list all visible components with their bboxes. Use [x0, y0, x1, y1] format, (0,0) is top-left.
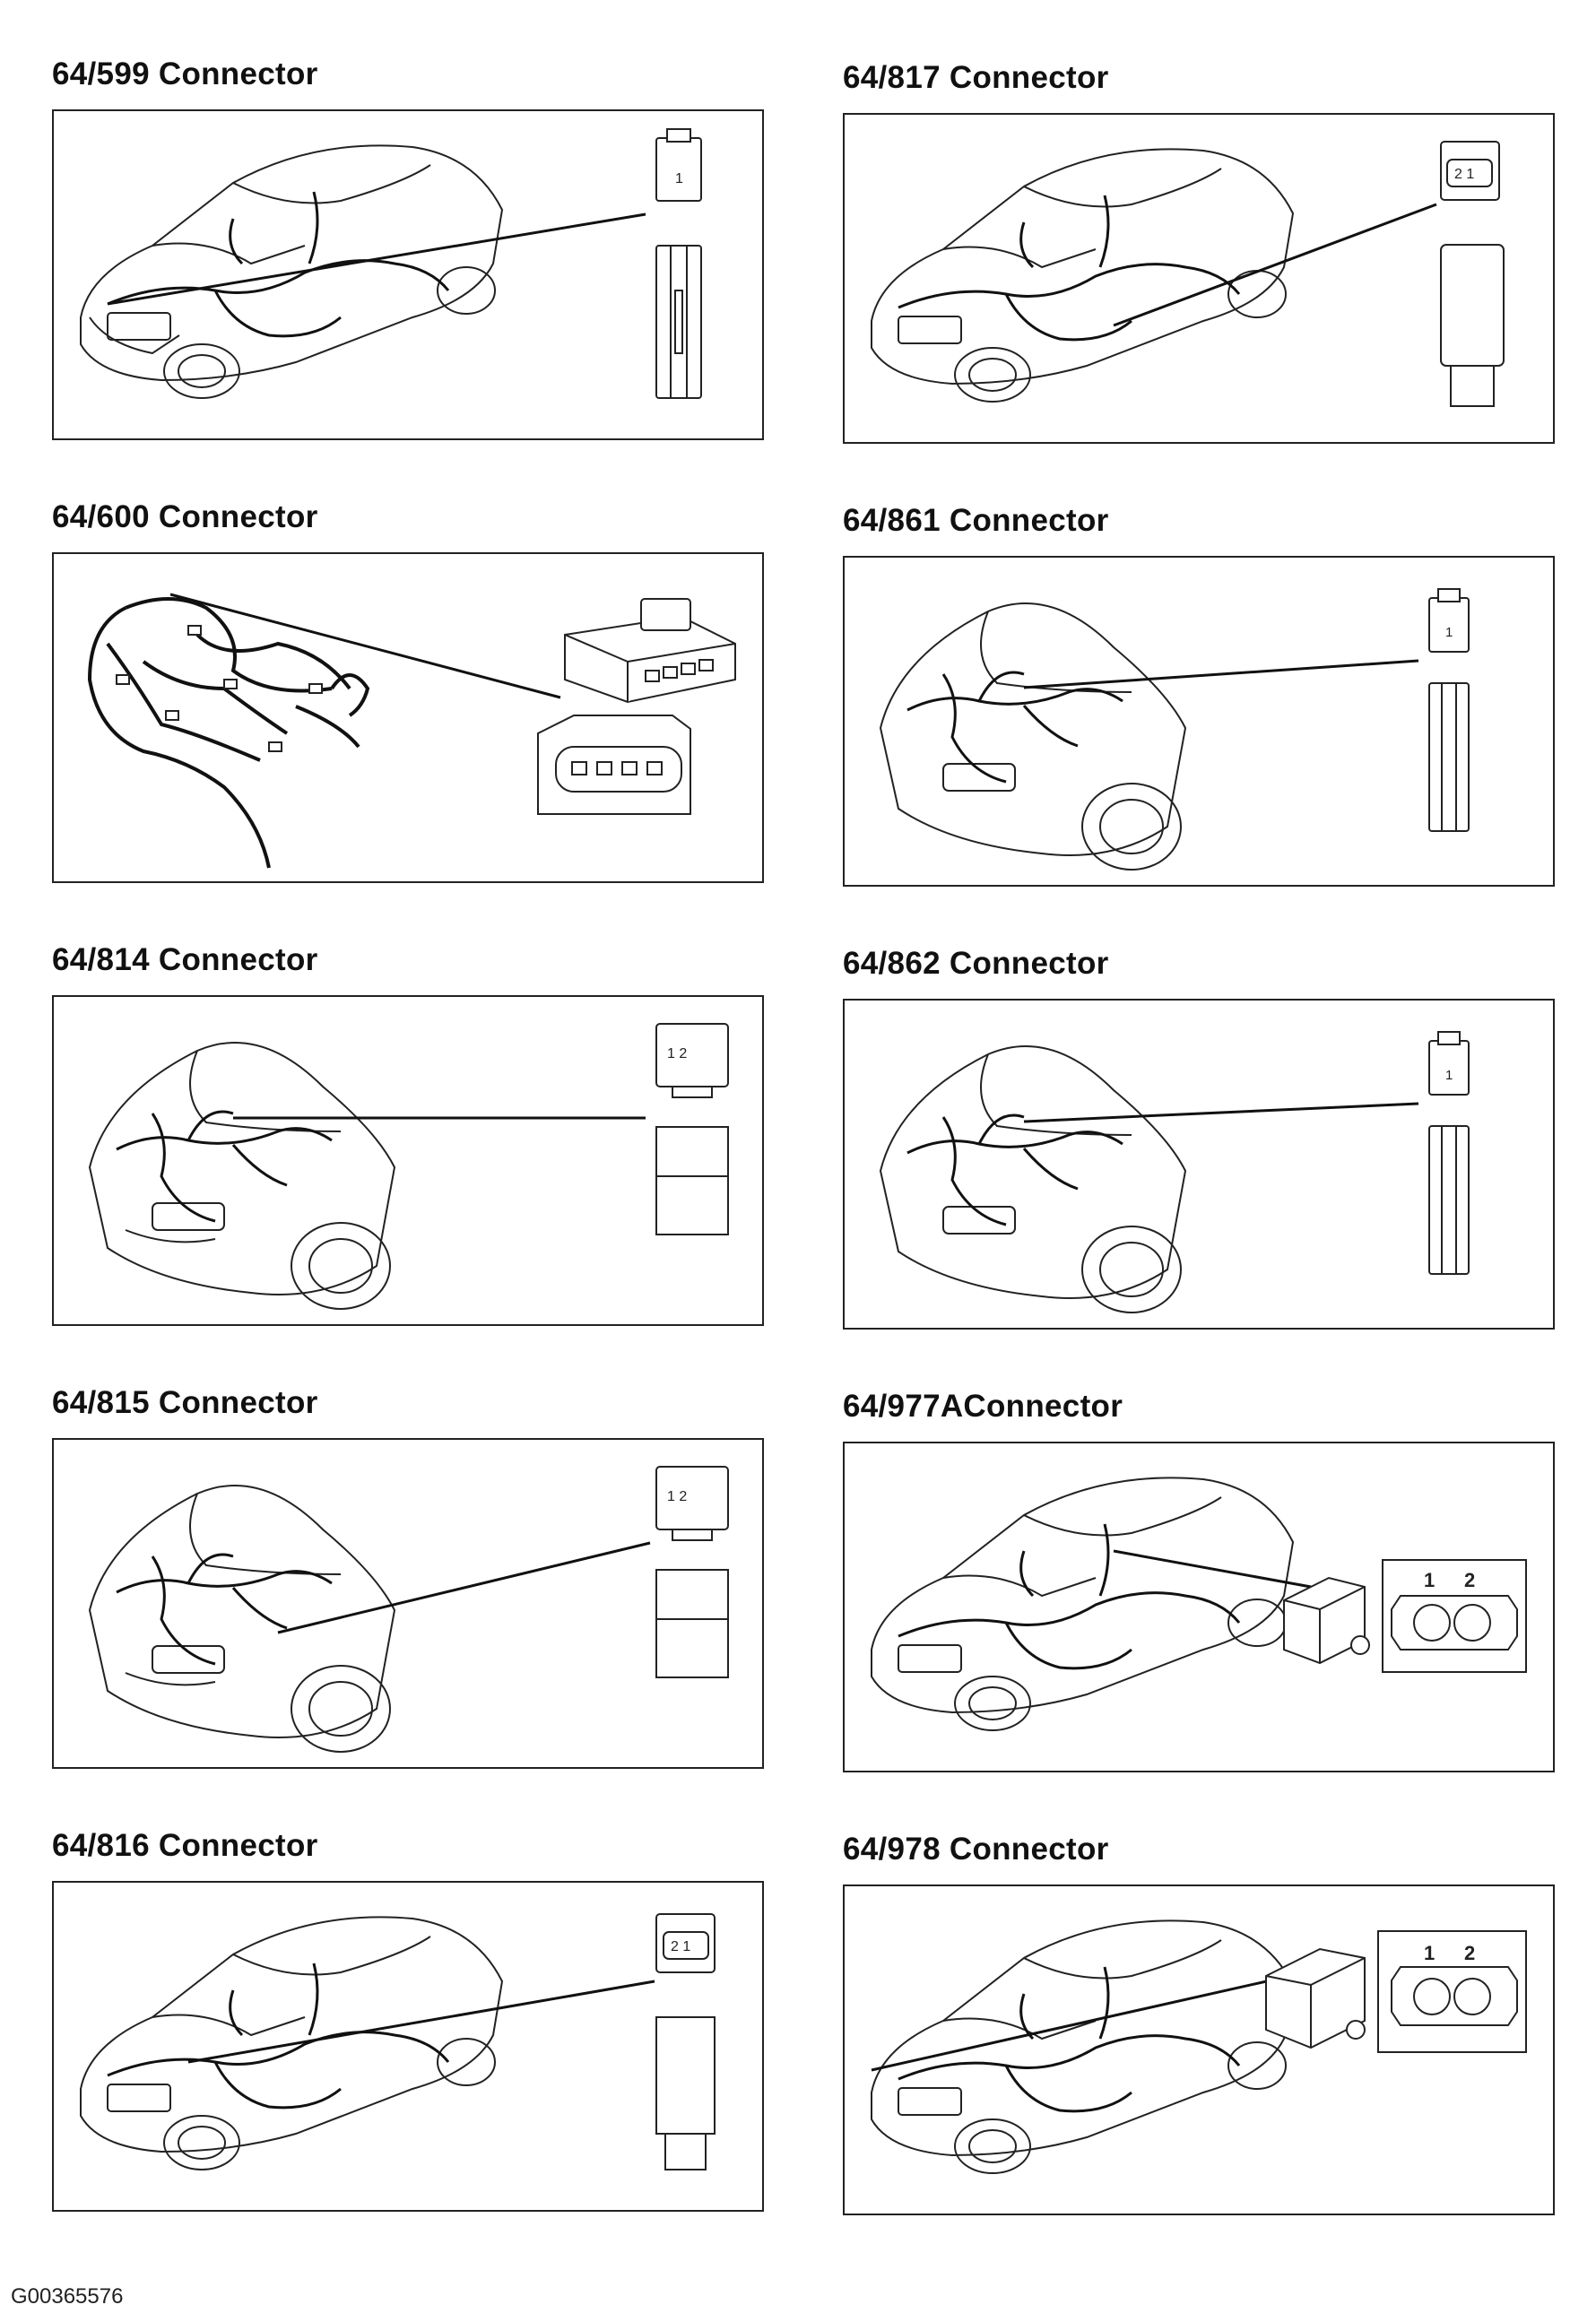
harness-diagram	[87, 593, 736, 869]
car-outline	[88, 1485, 396, 1753]
pin-label: 1	[675, 171, 683, 186]
connector-four-pin	[537, 598, 736, 815]
panel-title: 64/977AConnector	[843, 1389, 1123, 1424]
connector-round-12: 1 2	[1283, 1559, 1527, 1673]
diagram-box: 1	[52, 109, 764, 440]
panel-title: 64/815 Connector	[52, 1385, 318, 1420]
harness-clips	[116, 625, 323, 752]
connector-block-12: 1 2	[655, 1023, 729, 1235]
car-outline	[88, 1042, 396, 1310]
connector-single-1: 1	[655, 128, 702, 399]
diagram-box: 1 2	[843, 1442, 1555, 1772]
car-full-diagram: 1 2	[871, 1919, 1527, 2174]
car-full-diagram: 1 2	[871, 1477, 1527, 1731]
panel-64-815: 64/815 Connector 1 2	[52, 1384, 769, 1769]
wire-harness	[906, 1113, 1123, 1226]
diagram-box: 2 1	[843, 113, 1555, 444]
wire-harness	[898, 1523, 1241, 1670]
pin-label: 1 2	[667, 1489, 687, 1504]
wire-harness	[116, 1553, 333, 1666]
leader-line	[1023, 1102, 1419, 1123]
diagram-box: 1 2	[843, 1884, 1555, 2215]
leader-line	[169, 593, 561, 699]
pin-label: 1	[1424, 1569, 1435, 1591]
leader-line	[277, 1541, 651, 1634]
pin-label: 2 1	[1454, 167, 1474, 182]
panel-title: 64/814 Connector	[52, 942, 318, 977]
car-full-diagram: 1	[80, 128, 702, 399]
panel-64-861: 64/861 Connector 1	[843, 502, 1560, 887]
connector-single-1: 1	[1428, 588, 1470, 832]
leader-line	[1023, 659, 1419, 689]
wire-harness	[87, 597, 370, 869]
panel-64-814: 64/814 Connector 1 2	[52, 941, 769, 1326]
diagram-box	[52, 552, 764, 883]
pin-label: 2 1	[671, 1939, 690, 1954]
connector-single-1: 1	[1428, 1031, 1470, 1275]
panel-title: 64/862 Connector	[843, 946, 1109, 981]
pin-label: 1	[1424, 1942, 1435, 1964]
diagram-box: 1 2	[52, 1438, 764, 1769]
diagram-box: 1 2	[52, 995, 764, 1326]
pin-label: 1 2	[667, 1046, 687, 1061]
car-front-diagram: 1	[879, 1031, 1470, 1313]
car-full-diagram: 2 1	[871, 141, 1505, 407]
connector-double-21: 2 1	[655, 1913, 716, 2170]
pin-label: 1	[1445, 1068, 1453, 1083]
wire-harness	[898, 195, 1241, 342]
car-outline	[871, 1919, 1295, 2174]
panel-title: 64/599 Connector	[52, 56, 318, 91]
leader-line	[1113, 1549, 1312, 1589]
panel-64-862: 64/862 Connector 1	[843, 945, 1560, 1330]
connector-block-12: 1 2	[655, 1466, 729, 1678]
pin-label: 2	[1464, 1569, 1475, 1591]
panel-title: 64/861 Connector	[843, 503, 1109, 538]
car-front-diagram: 1 2	[88, 1023, 729, 1310]
leader-line	[871, 1979, 1271, 2072]
panel-64-978: 64/978 Connector	[843, 1831, 1560, 2215]
panel-title: 64/817 Connector	[843, 60, 1109, 95]
leader-line	[1113, 203, 1437, 327]
wire-harness	[898, 1966, 1241, 2113]
panel-64-977a: 64/977AConnector	[843, 1388, 1560, 1772]
panel-64-816: 64/816 Connector 2 1	[52, 1827, 769, 2212]
car-outline	[80, 1916, 504, 2170]
diagram-box: 2 1	[52, 1881, 764, 2212]
leader-line	[107, 212, 646, 306]
car-outline	[871, 1477, 1295, 1731]
car-full-diagram: 2 1	[80, 1913, 716, 2170]
panel-64-817: 64/817 Connector 2 1	[843, 59, 1560, 444]
wire-harness	[116, 1110, 333, 1223]
car-outline	[879, 1045, 1187, 1313]
pin-label: 1	[1445, 625, 1453, 640]
wire-harness	[107, 1962, 450, 2110]
panel-title: 64/978 Connector	[843, 1832, 1109, 1867]
figure-code: G00365576	[11, 2284, 124, 2309]
connector-round-12: 1 2	[1265, 1930, 1527, 2053]
wire-harness	[107, 191, 450, 338]
wire-harness	[906, 671, 1123, 784]
connector-double-21: 2 1	[1440, 141, 1505, 407]
panel-64-599: 64/599 Connector	[52, 56, 769, 440]
diagram-box: 1	[843, 999, 1555, 1330]
panel-64-600: 64/600 Connector	[52, 498, 769, 883]
diagram-box: 1	[843, 556, 1555, 887]
panel-title: 64/816 Connector	[52, 1828, 318, 1863]
car-outline	[80, 144, 504, 399]
panel-title: 64/600 Connector	[52, 499, 318, 534]
car-front-diagram: 1	[879, 588, 1470, 871]
leader-line	[187, 1980, 655, 2064]
pin-label: 2	[1464, 1942, 1475, 1964]
car-outline	[879, 602, 1187, 871]
car-front-diagram: 1 2	[88, 1466, 729, 1753]
car-outline	[871, 148, 1295, 403]
